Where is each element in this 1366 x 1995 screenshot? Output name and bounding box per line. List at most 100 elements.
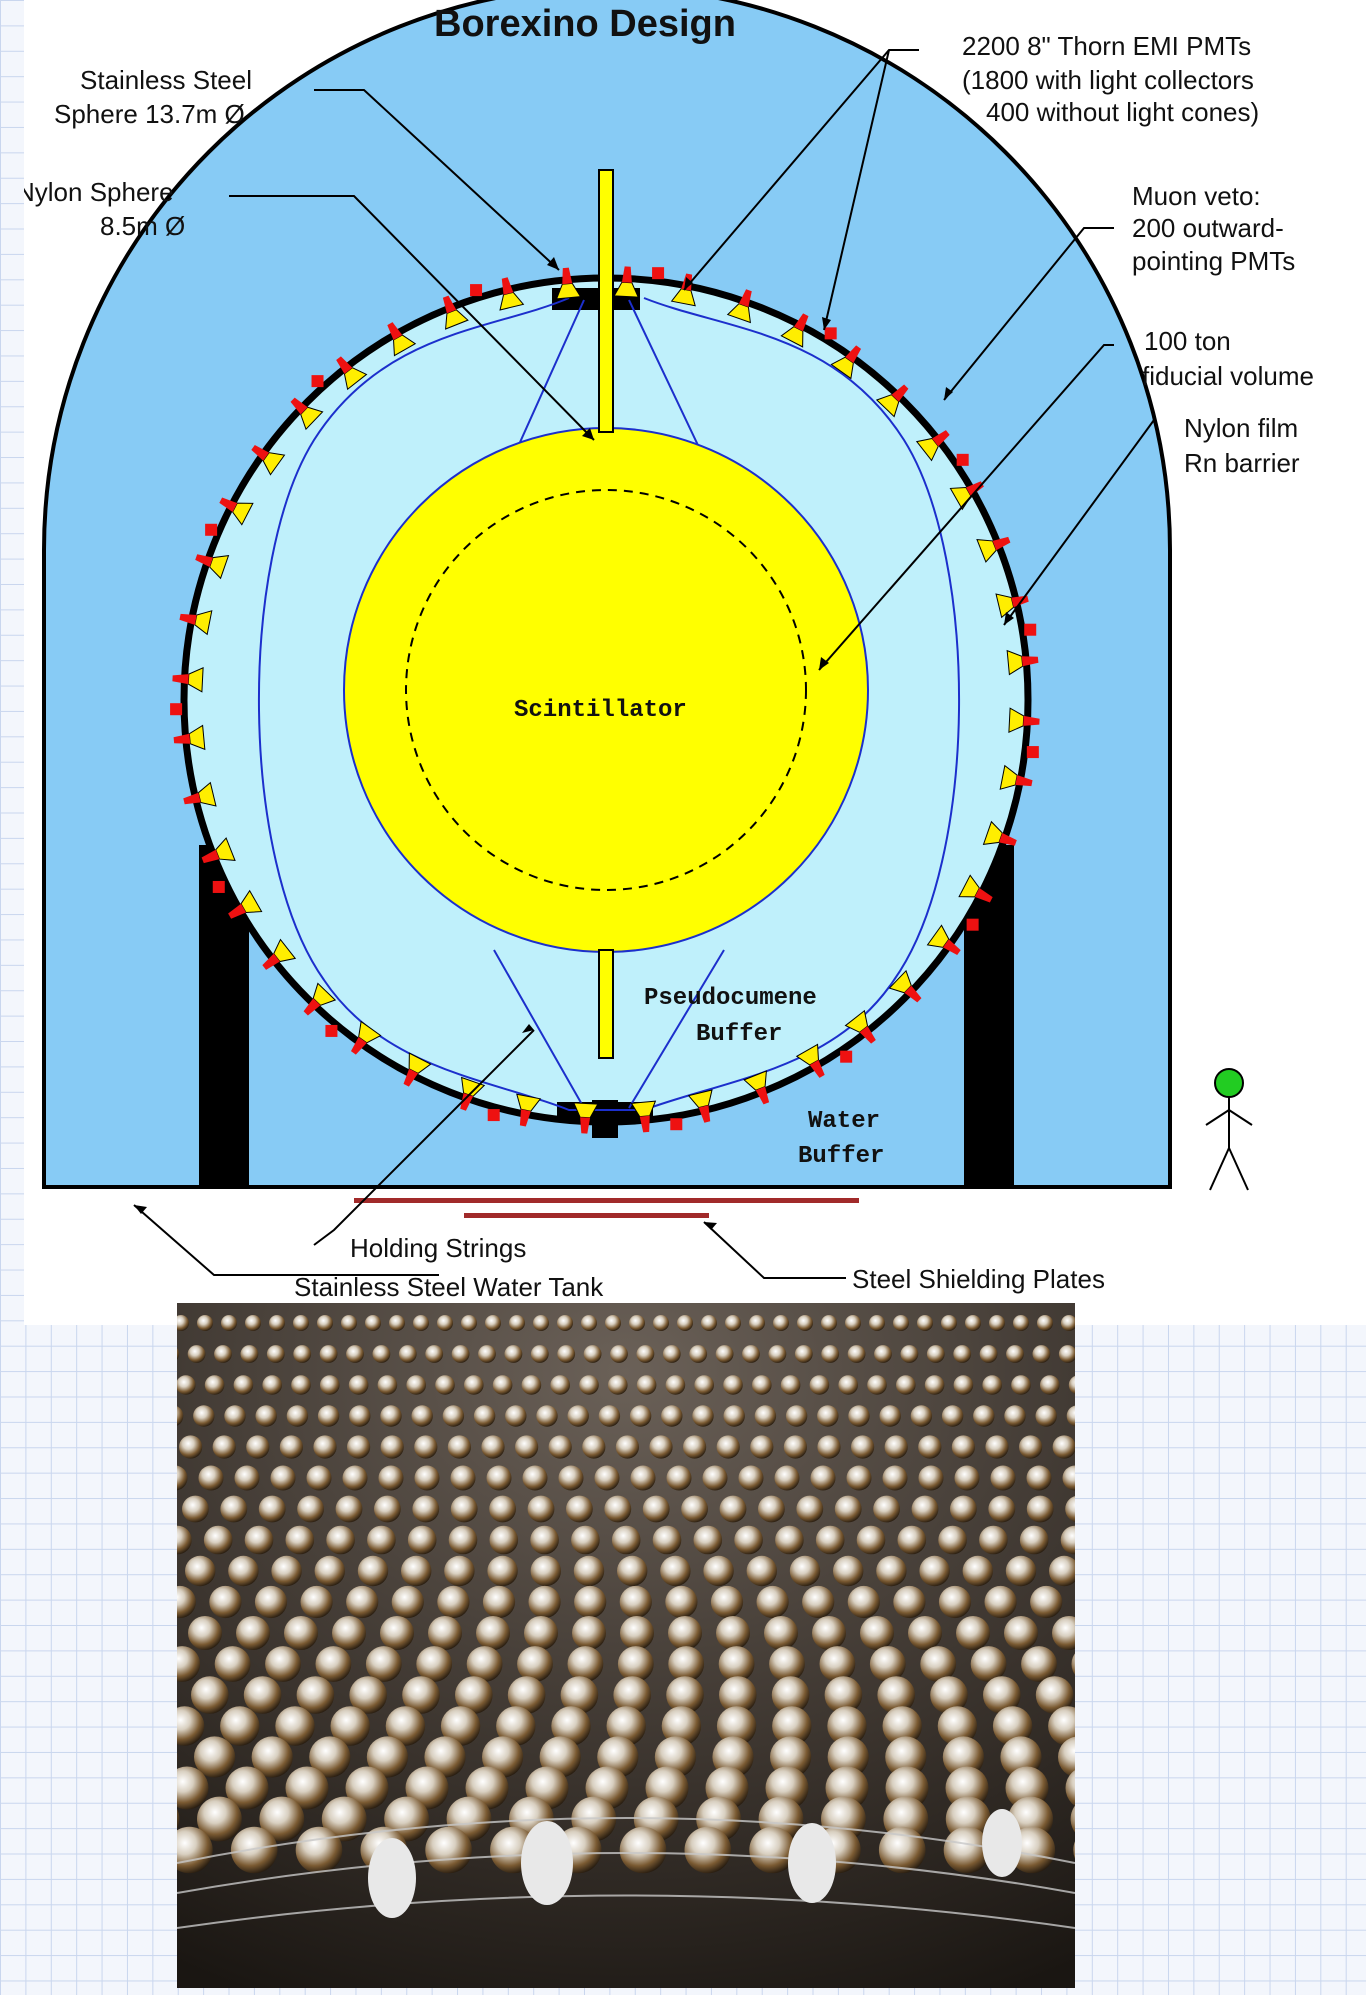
photo-pmt-bulb xyxy=(878,1826,926,1874)
photo-pmt-bulb xyxy=(380,1405,402,1427)
photo-pmt-bulb xyxy=(758,1495,785,1523)
photo-pmt-bulb xyxy=(466,1646,503,1682)
photo-pmt-bulb xyxy=(517,1646,553,1682)
photo-pmt-bulb xyxy=(177,1706,205,1746)
photo-pmt-bulb xyxy=(530,1345,549,1363)
pmt xyxy=(926,924,961,956)
photo-pmt-bulb xyxy=(225,1766,269,1810)
photo-pmt-bulb xyxy=(752,1375,772,1395)
photo-pmt-bulb xyxy=(296,1676,335,1714)
label-nylon-film-1: Nylon film xyxy=(1184,413,1298,443)
pmt xyxy=(670,273,696,307)
bottom-pipe xyxy=(598,949,614,1059)
photo-pmt-bulb xyxy=(177,1375,196,1395)
photo-pmt-bulb xyxy=(810,1465,836,1491)
photo-pmt-bulb xyxy=(567,1405,589,1427)
label-scintillator: Scintillator xyxy=(514,697,687,724)
muon-veto-pmt xyxy=(470,284,483,297)
label-pc-buffer-2: Buffer xyxy=(696,1021,782,1048)
photo-pmt-bulb xyxy=(809,1375,830,1395)
photo-pmt-bulb xyxy=(348,1375,369,1395)
photo-pmt-bulb xyxy=(1058,1736,1075,1778)
photo-pmt-bulb xyxy=(869,1646,906,1682)
photo-pmt-bulb xyxy=(191,1676,229,1714)
photo-pmt-bulb xyxy=(919,1555,950,1587)
photo-pmt-bulb xyxy=(827,1706,867,1746)
photo-pmt-bulb xyxy=(773,1315,789,1331)
photo-pmt-bulb xyxy=(874,1345,892,1363)
photo-pmt-bulb xyxy=(573,1555,605,1587)
nylon-film-inner-line xyxy=(493,299,725,1109)
photo-pmt-bulb xyxy=(414,1435,438,1459)
photo-pmt-bulb xyxy=(897,1525,927,1555)
label-pmts-3: 400 without light cones) xyxy=(986,97,1259,127)
photo-pmt-bulb xyxy=(1061,1315,1075,1331)
photo-pmt-bulb xyxy=(1013,1315,1029,1331)
photo-pmt-bulb xyxy=(768,1345,787,1363)
photo-pmt-bulb xyxy=(357,1555,389,1587)
photo-pmt-bulb xyxy=(789,1555,821,1587)
photo-pmt-bulb xyxy=(802,1585,835,1619)
photo-pmt-bulb xyxy=(402,1676,440,1714)
photo-pmt-bulb xyxy=(259,1796,305,1842)
photo-pmt-bulb xyxy=(642,1495,670,1523)
photo-pmt-bulb xyxy=(734,1525,763,1555)
photo-pmt-bulb xyxy=(335,1495,363,1523)
photo-pmt-bulb xyxy=(234,1465,260,1491)
photo-pmt-bulb xyxy=(448,1525,478,1555)
photo-pmt-bulb xyxy=(521,1375,542,1395)
photo-pmt-bulb xyxy=(846,1465,872,1491)
pmt xyxy=(183,781,217,807)
photo-pmt-bulb xyxy=(507,1676,546,1714)
photo-pmt-bulb xyxy=(275,1706,315,1746)
photo-pmt-bulb xyxy=(693,1525,723,1555)
label-muon-2: 200 outward- xyxy=(1132,213,1284,243)
photo-pmt-bulb xyxy=(617,1646,654,1682)
photo-pmt-bulb xyxy=(611,1525,641,1555)
borexino-diagram: Borexino Design Stainless Steel Sphere 1… xyxy=(24,0,1314,1302)
photo-pmt-bulb xyxy=(1006,1345,1024,1363)
label-water-tank: Stainless Steel Water Tank xyxy=(294,1272,604,1302)
photo-pmt-bulb xyxy=(193,1405,215,1427)
photo-pmt-bulb xyxy=(692,1405,714,1427)
photo-pmt-bulb xyxy=(391,1585,424,1619)
label-nylon-sphere-1: Nylon Sphere xyxy=(24,177,174,207)
photo-pmt-bulb xyxy=(405,1766,449,1810)
photo-pmt-bulb xyxy=(797,1315,813,1331)
photo-pmt-bulb xyxy=(684,1826,732,1874)
photo-pmt-bulb xyxy=(833,1555,864,1587)
photo-pmt-bulb xyxy=(772,1706,812,1746)
photo-pmt-bulb xyxy=(666,1676,704,1714)
photo-pmt-bulb xyxy=(636,1375,657,1395)
photo-pmt-bulb xyxy=(785,1405,808,1427)
photo-pmt-bulb xyxy=(970,1646,1007,1682)
photo-pmt-bulb xyxy=(873,1495,900,1523)
photo-pmt-bulb xyxy=(606,1706,646,1746)
pmt xyxy=(555,267,582,300)
photo-pmt-bulb xyxy=(416,1646,453,1682)
photo-pmt-bulb xyxy=(920,1646,957,1682)
photo-pmt-bulb xyxy=(817,1435,841,1459)
photo-pmt-bulb xyxy=(326,1525,355,1555)
photo-pmt-bulb xyxy=(548,1435,572,1459)
pmt-array xyxy=(170,266,1040,1134)
pmt xyxy=(303,982,337,1016)
pmt xyxy=(173,724,206,751)
photo-pmt-bulb xyxy=(951,1435,976,1459)
photo-pmt-bulb xyxy=(345,1766,389,1810)
photo-pmt-bulb xyxy=(775,1525,804,1555)
photo-pmt-bulb xyxy=(649,1435,673,1459)
photo-pmt-bulb xyxy=(284,1616,318,1650)
photo-pmt-bulb xyxy=(982,1375,1002,1395)
photo-pmt-bulb xyxy=(204,1375,225,1395)
photo-pmt-bulb xyxy=(1004,1405,1026,1427)
photo-pmt-bulb xyxy=(1071,1653,1075,1675)
photo-pmt-bulb xyxy=(341,1315,357,1331)
photo-pmt-bulb xyxy=(406,1375,426,1395)
photo-pmt-bulb xyxy=(258,1495,286,1523)
label-muon-1: Muon veto: xyxy=(1132,181,1261,211)
photo-pmt-bulb xyxy=(1021,1646,1057,1682)
label-water-buffer-1: Water xyxy=(808,1108,880,1135)
label-shielding: Steel Shielding Plates xyxy=(852,1264,1105,1294)
pmt xyxy=(982,820,1017,846)
